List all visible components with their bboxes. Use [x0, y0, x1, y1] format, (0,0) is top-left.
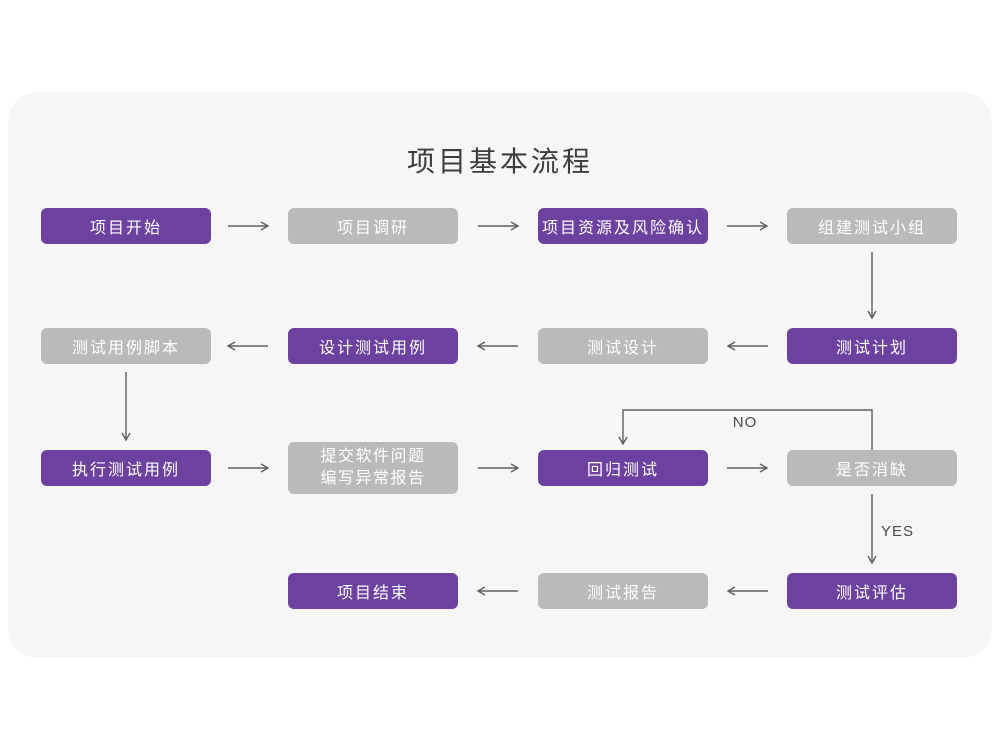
node-label: 项目结束 — [336, 585, 409, 602]
arrow-defect-check-no-loop — [618, 409, 873, 452]
node-test-design: 测试设计 — [538, 328, 708, 364]
node-label: 测试计划 — [835, 340, 908, 357]
node-label: 项目调研 — [336, 220, 409, 237]
node-label: 执行测试用例 — [71, 462, 180, 479]
node-test-plan: 测试计划 — [787, 328, 957, 364]
node-label: 项目资源及风险确认 — [541, 220, 704, 237]
node-label-line-1: 提交软件问题 — [320, 448, 426, 465]
node-resources-risk-confirm: 项目资源及风险确认 — [538, 208, 708, 244]
node-project-start: 项目开始 — [41, 208, 211, 244]
node-label: 测试设计 — [586, 340, 659, 357]
node-regression-test: 回归测试 — [538, 450, 708, 486]
node-label: 设计测试用例 — [318, 340, 427, 357]
node-label: 回归测试 — [586, 462, 659, 479]
node-build-test-team: 组建测试小组 — [787, 208, 957, 244]
node-project-research: 项目调研 — [288, 208, 458, 244]
edge-label-no: NO — [732, 414, 758, 431]
node-label: 是否消缺 — [835, 462, 908, 479]
node-submit-issues-write-report: 提交软件问题 编写异常报告 — [288, 442, 458, 494]
node-test-evaluation: 测试评估 — [787, 573, 957, 609]
flowchart-card — [8, 92, 992, 658]
node-label: 组建测试小组 — [817, 220, 926, 237]
edge-label-yes: YES — [881, 523, 915, 540]
node-test-report: 测试报告 — [538, 573, 708, 609]
node-execute-test-cases: 执行测试用例 — [41, 450, 211, 486]
node-defect-cleared-check: 是否消缺 — [787, 450, 957, 486]
node-project-end: 项目结束 — [288, 573, 458, 609]
diagram-title: 项目基本流程 — [406, 146, 593, 177]
node-label: 测试报告 — [586, 585, 659, 602]
node-label-line-2: 编写异常报告 — [320, 470, 426, 487]
node-label: 项目开始 — [89, 220, 162, 237]
node-test-case-scripts: 测试用例脚本 — [41, 328, 211, 364]
node-label: 测试用例脚本 — [71, 340, 180, 357]
node-design-test-cases: 设计测试用例 — [288, 328, 458, 364]
node-label: 测试评估 — [835, 585, 908, 602]
